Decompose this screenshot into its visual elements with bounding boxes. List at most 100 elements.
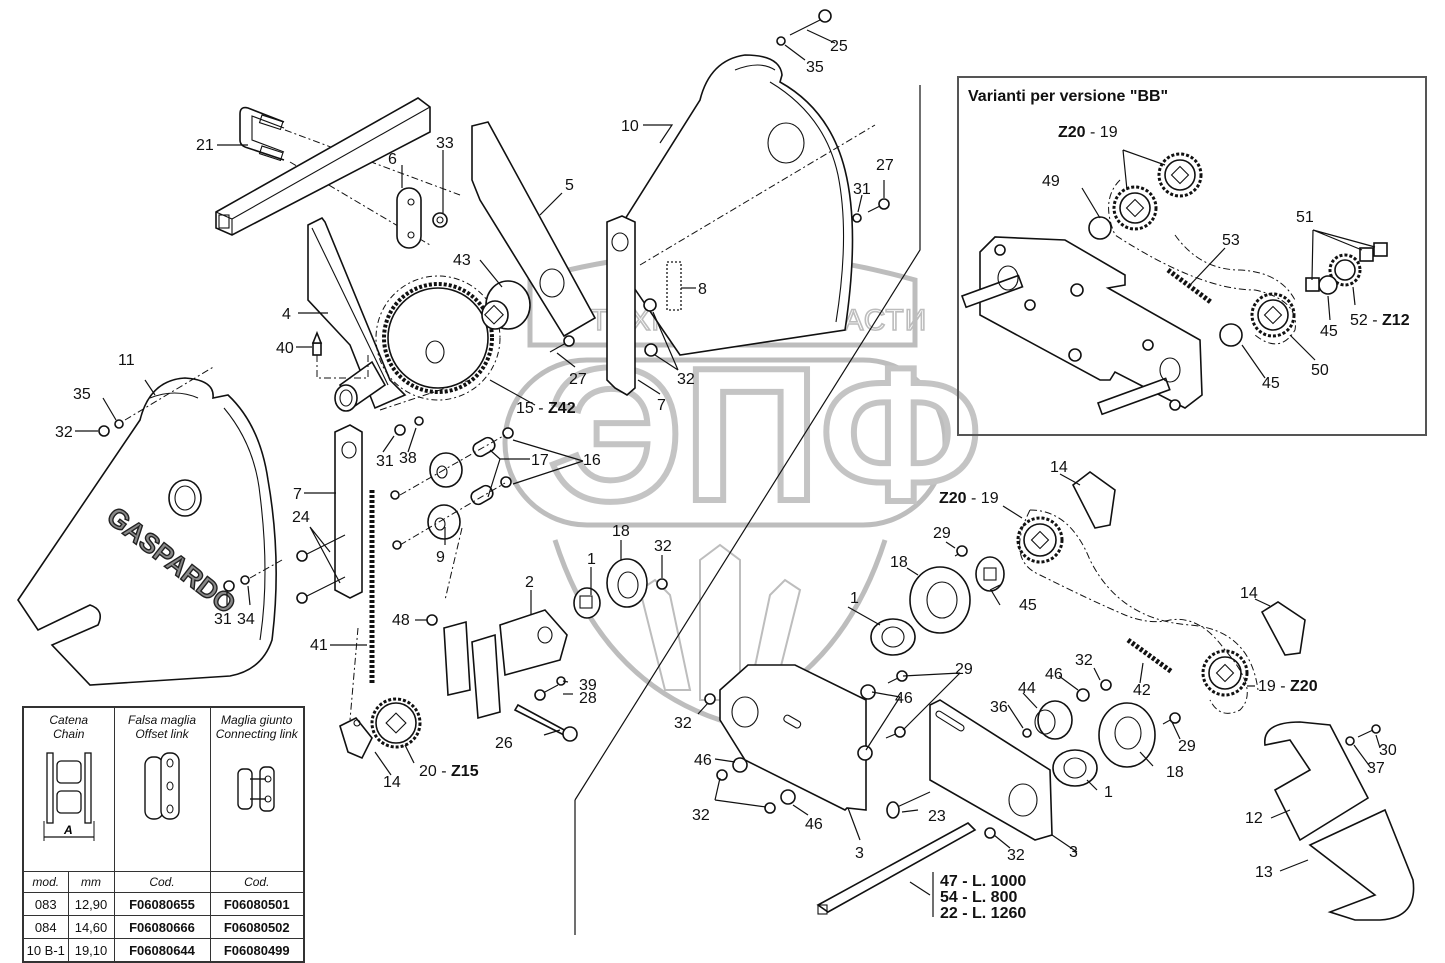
callout-18-mid: 18 — [612, 523, 630, 540]
cell-mod: 084 — [22, 915, 69, 939]
callout-27-right: 27 — [876, 157, 894, 174]
callout-46-left: 46 — [694, 752, 712, 769]
callout-14-lower: 14 — [1240, 585, 1258, 602]
callout-31-right: 31 — [853, 181, 871, 198]
cell-connecting-code: F06080501 — [209, 892, 305, 916]
part-21-u-bolt — [239, 106, 285, 162]
callout-40: 40 — [276, 340, 294, 357]
cell-offset-code: F06080666 — [113, 915, 211, 939]
cell-mod: 083 — [22, 892, 69, 916]
table-row: 083 12,90 F06080655 F06080501 — [22, 892, 305, 916]
callout-2: 2 — [525, 574, 534, 591]
callout-19-right: 19 - Z20 — [1258, 678, 1318, 695]
part-40-grease-nipple — [311, 330, 323, 356]
header-connecting-it: Maglia giunto — [221, 713, 293, 727]
callout-35-top: 35 — [806, 59, 824, 76]
shaft-variant-3: 22 - L. 1260 — [940, 905, 1026, 922]
callout-10: 10 — [621, 118, 639, 135]
callout-39: 39 — [579, 677, 597, 694]
header-connecting-en: Connecting link — [215, 727, 298, 741]
chain-path-line — [1019, 509, 1248, 714]
part-bushing — [334, 360, 387, 412]
part-washer — [390, 490, 400, 500]
callout-34: 34 — [237, 611, 255, 628]
part-27-bolt — [867, 198, 890, 213]
callout-24: 24 — [292, 509, 310, 526]
bb-sprocket-19 — [1157, 152, 1203, 198]
callout-43: 43 — [453, 252, 471, 269]
header-offset-link: Falsa maglia Offset link — [113, 706, 211, 872]
cell-connecting-code: F06080499 — [209, 938, 305, 963]
bb-callout-50: 50 — [1311, 362, 1329, 379]
bb-sprocket-19 — [1112, 185, 1158, 231]
bb-callout-53: 53 — [1222, 232, 1240, 249]
callout-18-lower: 18 — [1166, 764, 1184, 781]
part-31-nut — [223, 580, 235, 592]
callout-32-shaft: 32 — [1007, 847, 1025, 864]
part-2-bracket — [443, 609, 568, 720]
assembly-line — [349, 379, 506, 721]
header-offset-it: Falsa maglia — [127, 713, 197, 727]
callout-28: 28 — [579, 690, 597, 707]
part-20-sprocket-z15 — [370, 697, 422, 749]
callout-48: 48 — [392, 612, 410, 629]
assembly-line — [316, 352, 369, 379]
header-offset-en: Offset link — [135, 727, 189, 741]
callout-32-upper: 32 — [677, 371, 695, 388]
bb-sprocket-52-z12 — [1328, 253, 1362, 287]
table-row: 10 B-1 19,10 F06080644 F06080499 — [22, 938, 305, 963]
part-46-washer — [780, 789, 796, 805]
part-5-plate — [471, 121, 597, 338]
assembly-line — [124, 365, 283, 579]
callout-46-upper: 46 — [895, 690, 913, 707]
callout-8: 8 — [698, 281, 707, 298]
callout-labels: 21 6 33 5 10 25 35 27 31 4 40 43 8 27 32… — [55, 38, 1397, 922]
part-34-washer — [240, 575, 250, 585]
part-37-washer — [1345, 736, 1355, 746]
bb-callout-51: 51 — [1296, 209, 1314, 226]
part-26-bolt — [513, 703, 578, 742]
callout-29-right: 29 — [1178, 738, 1196, 755]
callout-32-left: 32 — [55, 424, 73, 441]
callout-1-mid: 1 — [587, 551, 596, 568]
callout-25: 25 — [830, 38, 848, 55]
part-1-bearing — [1052, 749, 1098, 787]
header-connecting-link: Maglia giunto Connecting link — [209, 706, 305, 872]
callout-31-left: 31 — [214, 611, 232, 628]
callout-21: 21 — [196, 137, 214, 154]
bb-shaft-left — [960, 274, 1024, 309]
bb-bushing-51 — [1373, 242, 1388, 257]
callout-42: 42 — [1133, 682, 1151, 699]
part-32-nut — [98, 425, 110, 437]
callout-33: 33 — [436, 135, 454, 152]
callout-1-lower: 1 — [1104, 784, 1113, 801]
cell-offset-code: F06080644 — [113, 938, 211, 963]
part-32-nut — [644, 343, 658, 357]
shaft-variant-2: 54 - L. 800 — [940, 889, 1017, 906]
part-19-sprocket-z20 — [1201, 649, 1249, 697]
callout-32-bracket: 32 — [674, 715, 692, 732]
part-19-sprocket-z20 — [1016, 516, 1064, 564]
cell-mm: 14,60 — [67, 915, 115, 939]
part-30-screw — [1357, 724, 1381, 738]
variant-bb-labels: Z20 - 19 49 53 51 45 52 - Z12 50 45 — [1042, 124, 1410, 392]
part-6-plate — [396, 187, 422, 249]
offset-link-icon — [144, 752, 180, 820]
callout-23: 23 — [928, 808, 946, 825]
cell-connecting-code: F06080502 — [209, 915, 305, 939]
cell-mm: 12,90 — [67, 892, 115, 916]
part-7-link-upper — [606, 215, 636, 396]
part-32-nut — [984, 827, 996, 839]
callout-32-mid: 32 — [654, 538, 672, 555]
callout-5: 5 — [565, 177, 574, 194]
callout-13: 13 — [1255, 864, 1273, 881]
callout-32-right: 32 — [1075, 652, 1093, 669]
dimension-label-a: A — [63, 823, 73, 837]
callout-27-mid: 27 — [569, 371, 587, 388]
callout-15: 15 - Z42 — [516, 400, 576, 417]
callout-26: 26 — [495, 735, 513, 752]
leader-lines — [75, 29, 1381, 917]
chain-path-line — [1029, 509, 1259, 691]
callout-38: 38 — [399, 450, 417, 467]
bb-bushing-51 — [1359, 247, 1374, 262]
